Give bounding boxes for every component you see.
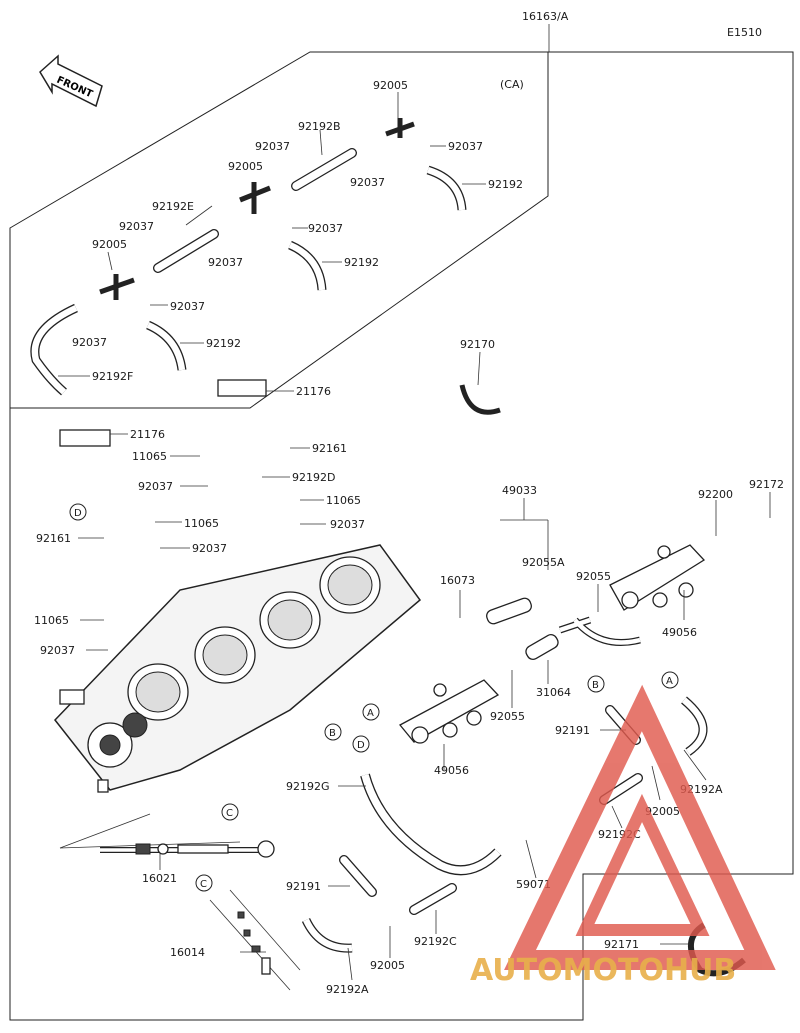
svg-text:B: B — [592, 680, 599, 691]
circle-ref-c-1: C — [221, 803, 239, 821]
diagram-code: E1510 — [727, 26, 762, 39]
circle-ref-b-1: B — [324, 723, 342, 741]
part-label: 59071 — [516, 878, 551, 891]
circle-ref-d-2: D — [352, 735, 370, 753]
part-label: 92192G — [286, 780, 330, 793]
part-label: 92037 — [138, 480, 173, 493]
part-label: 92191 — [286, 880, 321, 893]
main-frame — [9, 51, 794, 1021]
part-label: 11065 — [184, 517, 219, 530]
part-label: 92192E — [152, 200, 194, 213]
part-label: 16073 — [440, 574, 475, 587]
part-label: 92192A — [326, 983, 369, 996]
part-label: 11065 — [132, 450, 167, 463]
part-label: 92037 — [192, 542, 227, 555]
part-label: 92192 — [344, 256, 379, 269]
part-label: 92037 — [119, 220, 154, 233]
circle-ref-d-1: D — [69, 503, 87, 521]
part-label: 92005 — [373, 79, 408, 92]
part-label: 92037 — [448, 140, 483, 153]
clamp-92170 — [459, 384, 501, 415]
idle-screw-parts — [135, 840, 275, 975]
part-label: 16021 — [142, 872, 177, 885]
ca-label: (CA) — [500, 78, 524, 91]
fuel-rail-upper — [609, 544, 706, 611]
part-label: 92192 — [488, 178, 523, 191]
svg-text:A: A — [666, 676, 673, 687]
part-label: 92037 — [208, 256, 243, 269]
part-label: 49056 — [434, 764, 469, 777]
part-label: 92037 — [255, 140, 290, 153]
ca-box — [9, 51, 549, 409]
part-label: 92005 — [228, 160, 263, 173]
part-label: 92005 — [370, 959, 405, 972]
part-label: 31064 — [536, 686, 571, 699]
part-label: 92170 — [460, 338, 495, 351]
sensor-21176-b — [59, 429, 111, 447]
part-label: 92037 — [170, 300, 205, 313]
part-label: 92191 — [555, 724, 590, 737]
svg-text:C: C — [226, 808, 233, 819]
svg-text:D: D — [357, 740, 365, 751]
watermark-text: AUTOMOTOHUB — [470, 953, 736, 988]
svg-text:B: B — [329, 728, 336, 739]
svg-text:A: A — [367, 708, 374, 719]
part-label: 92005 — [92, 238, 127, 251]
circle-ref-a-1: A — [362, 703, 380, 721]
part-label: 92055 — [576, 570, 611, 583]
svg-text:C: C — [200, 879, 207, 890]
ca-hoses — [30, 118, 467, 396]
part-label: 21176 — [296, 385, 331, 398]
part-label: 92172 — [749, 478, 784, 491]
part-label: 92192D — [292, 471, 335, 484]
front-arrow-icon: FRONT — [39, 54, 103, 108]
part-label: 49033 — [502, 484, 537, 497]
svg-text:D: D — [74, 508, 82, 519]
part-label: 11065 — [34, 614, 69, 627]
part-label: 92161 — [312, 442, 347, 455]
part-label: 92192B — [298, 120, 341, 133]
throttle-body-assembly — [54, 544, 422, 793]
part-label: 92037 — [40, 644, 75, 657]
part-label: 92200 — [698, 488, 733, 501]
part-label: 92005 — [645, 805, 680, 818]
group-code: 16163/A — [522, 10, 569, 23]
circle-ref-c-2: C — [195, 874, 213, 892]
part-label: 92192 — [206, 337, 241, 350]
part-label: 92037 — [72, 336, 107, 349]
part-label: 16014 — [170, 946, 205, 959]
part-label: 92161 — [36, 532, 71, 545]
part-label: 92037 — [330, 518, 365, 531]
part-label: 92037 — [308, 222, 343, 235]
part-label: 92055A — [522, 556, 565, 569]
part-label: 11065 — [326, 494, 361, 507]
part-label: 92055 — [490, 710, 525, 723]
part-label: 92192F — [92, 370, 133, 383]
watermark-logo — [504, 684, 776, 970]
part-label: 92037 — [350, 176, 385, 189]
part-label: 92171 — [604, 938, 639, 951]
fuel-rail-lower — [398, 679, 500, 744]
part-label: 49056 — [662, 626, 697, 639]
injector — [486, 597, 641, 661]
circle-ref-a-2: A — [661, 671, 679, 689]
circle-ref-b-2: B — [587, 675, 605, 693]
part-label: 21176 — [130, 428, 165, 441]
part-label: 92192C — [414, 935, 457, 948]
sensor-21176-a — [217, 379, 267, 397]
